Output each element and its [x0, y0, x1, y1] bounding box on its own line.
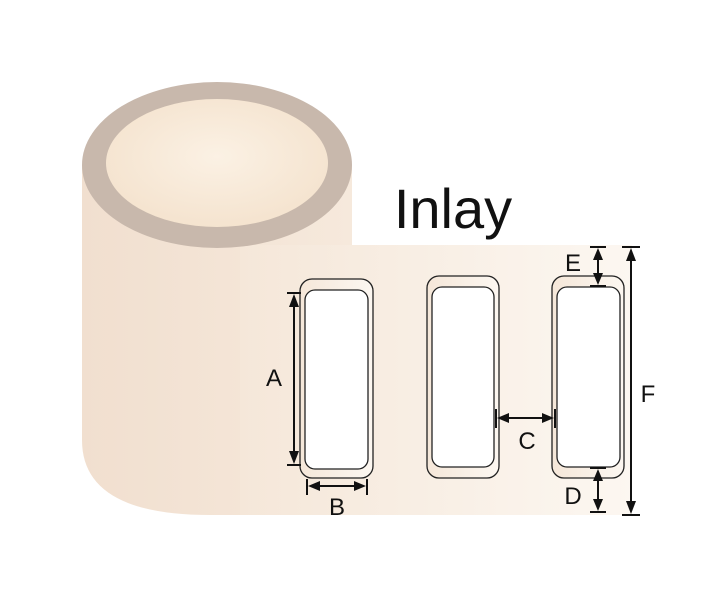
label-e: E [565, 250, 581, 277]
inlay-label-1 [299, 278, 374, 479]
dimension-f-arrow [622, 246, 640, 516]
roll-core [106, 99, 328, 227]
dimension-c-arrow [495, 409, 556, 428]
inlay-label-2 [426, 275, 500, 479]
dimension-d-arrow [590, 467, 606, 513]
diagram-title: Inlay [394, 177, 512, 240]
label-d: D [564, 483, 581, 510]
label-c: C [518, 428, 535, 455]
inlay-label-3 [551, 275, 625, 479]
label-f: F [641, 381, 656, 408]
dimension-a-arrow [287, 292, 301, 466]
label-a: A [266, 365, 282, 392]
label-b: B [329, 494, 345, 521]
dimension-e-arrow [590, 246, 606, 287]
dimension-b-arrow [306, 479, 368, 495]
